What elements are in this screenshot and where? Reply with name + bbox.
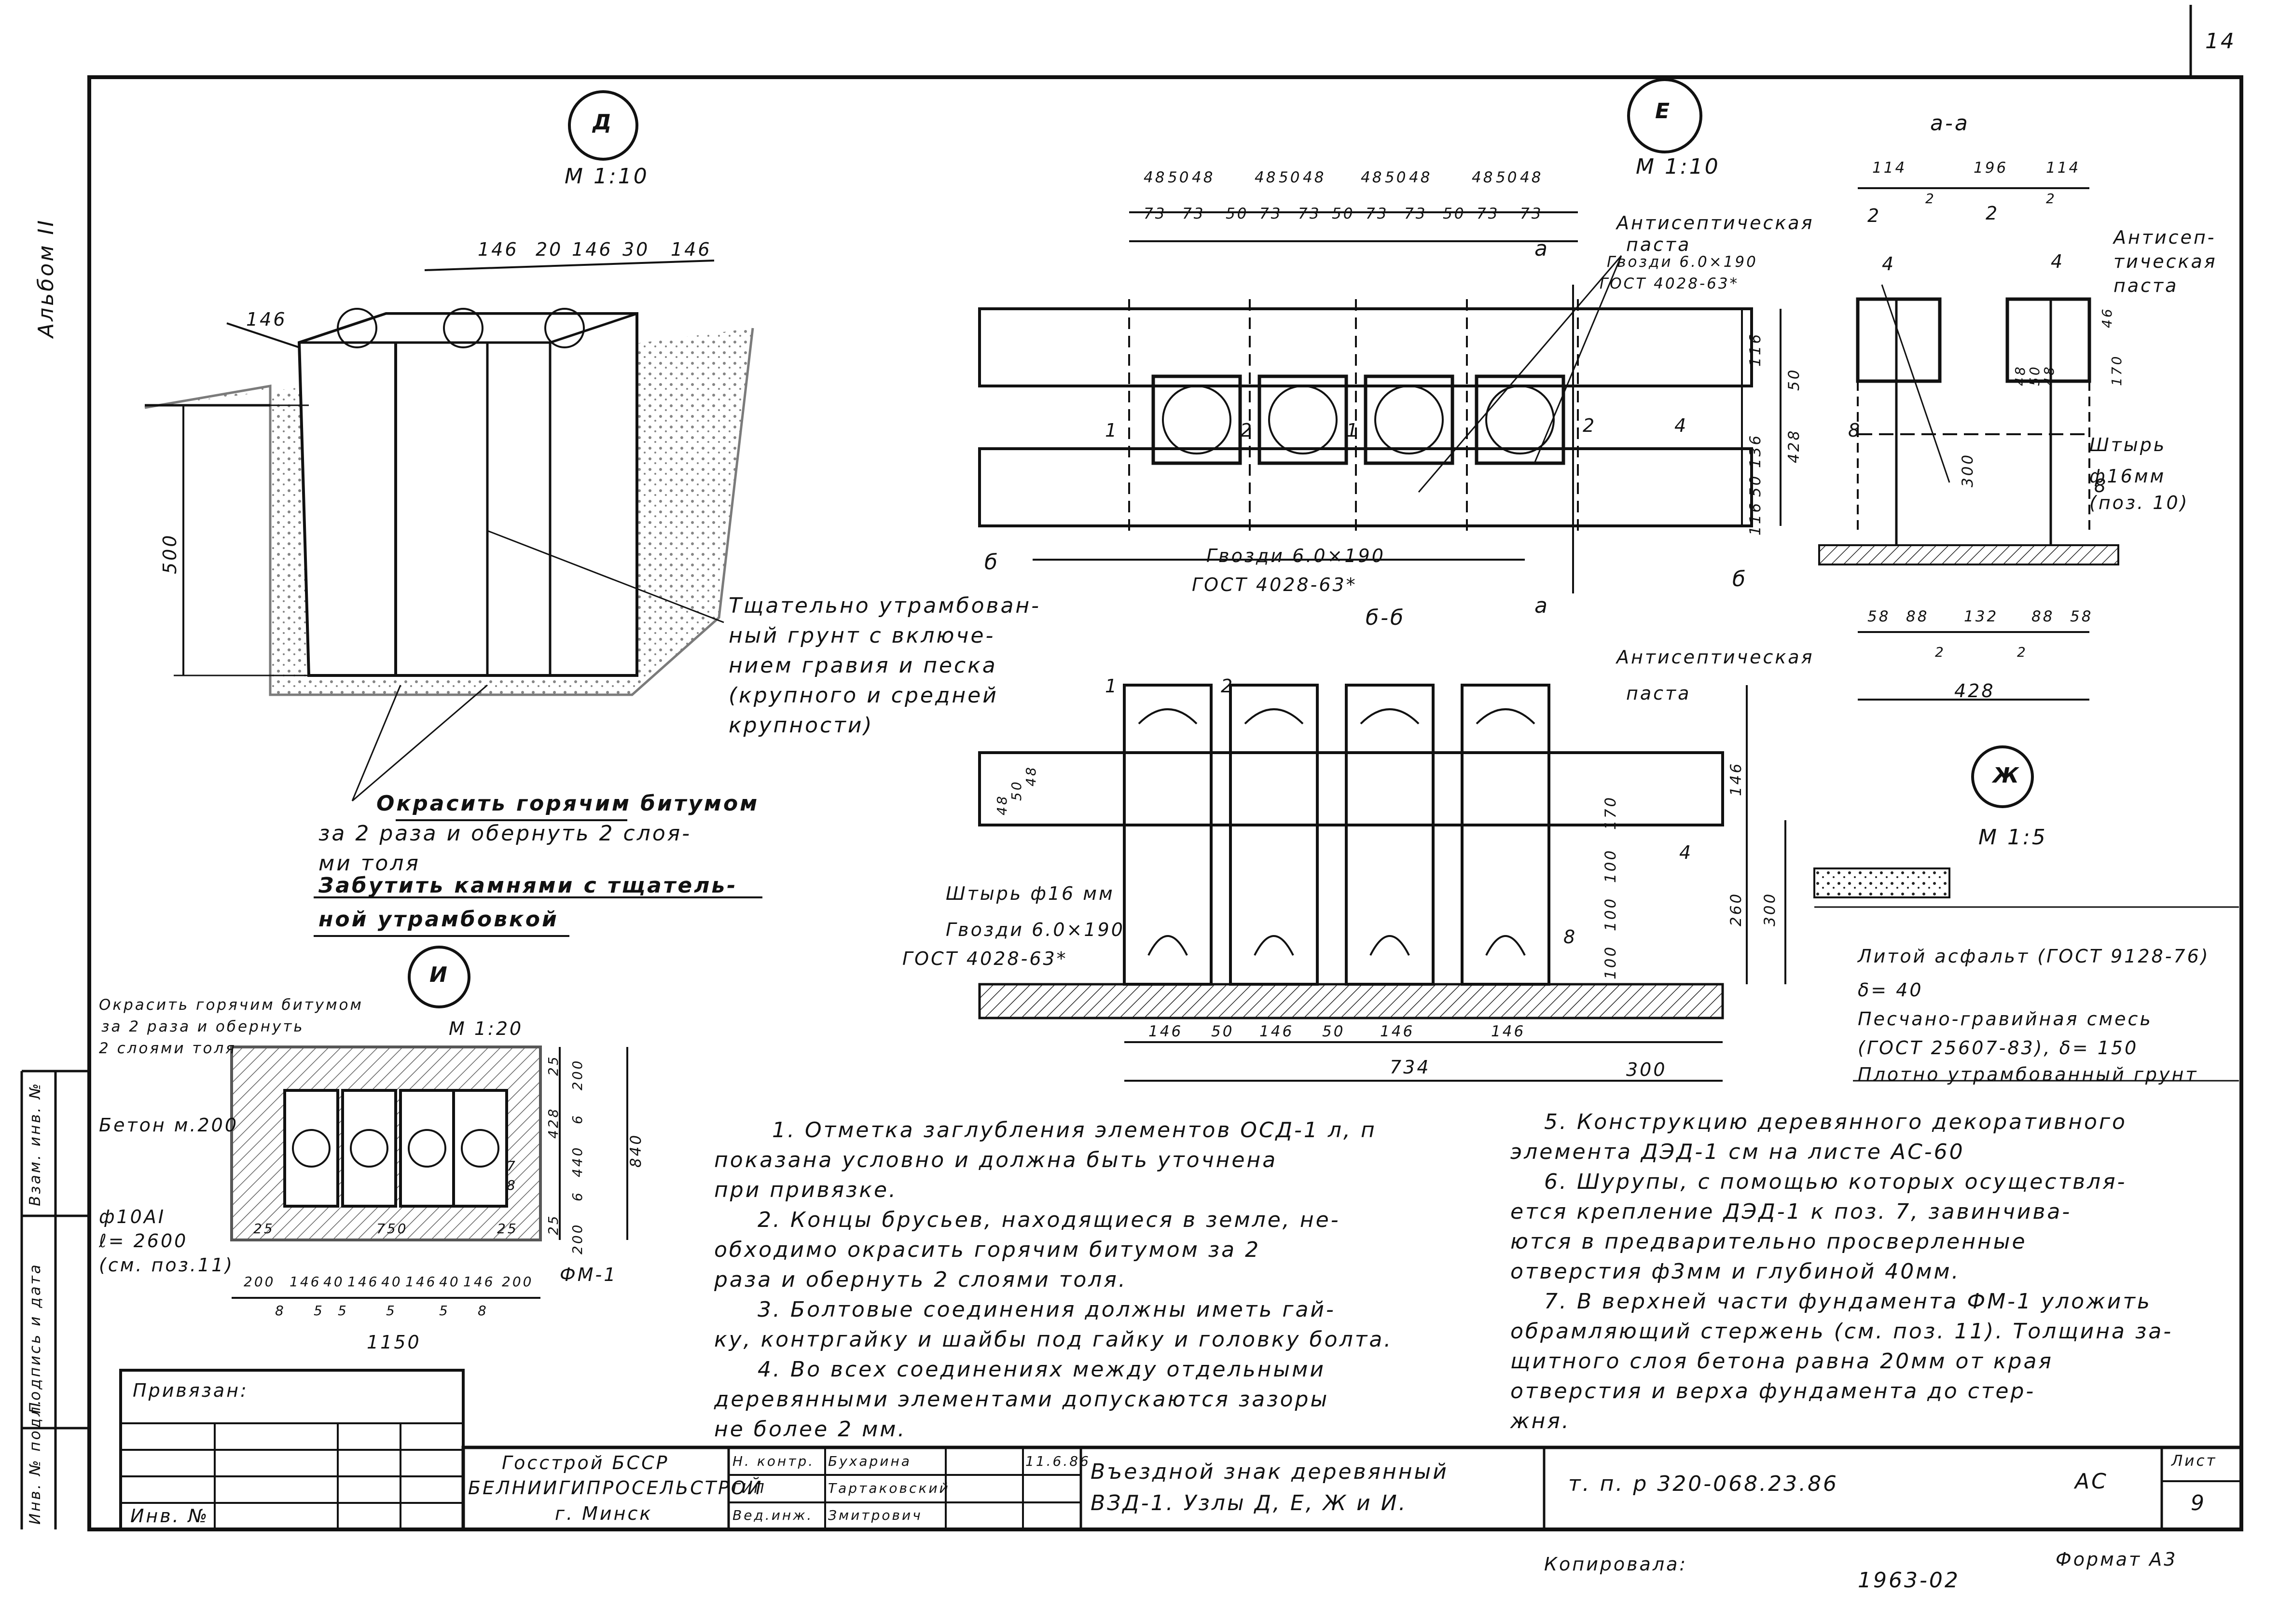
view-zh-drawing: [1813, 745, 2239, 1082]
view-i-total: 1150: [367, 1332, 421, 1353]
cut-a-top: а: [1534, 236, 1549, 261]
album-label: Альбом II: [34, 218, 58, 338]
view-aa-label: а-а: [1930, 111, 1970, 136]
callout-i-fm: ФМ-1: [560, 1264, 618, 1285]
copy-number: 1963-02: [1858, 1568, 1960, 1593]
title-block-sheet-label: Лист: [2171, 1452, 2217, 1470]
view-d-scale: М 1:10: [565, 164, 649, 189]
view-zh-scale: М 1:5: [1978, 825, 2047, 850]
view-d-dim-side: 146: [246, 309, 287, 330]
page-number: 14: [2205, 29, 2236, 54]
inventory-label: Инв. №: [130, 1505, 209, 1527]
cut-b-right: б: [1732, 567, 1748, 592]
view-bb-extra: 300: [1626, 1059, 1667, 1080]
title-block-sheet-no: 9: [2191, 1491, 2206, 1515]
bound-label: Привязан:: [133, 1380, 249, 1401]
view-d-dim-height: 500: [159, 533, 180, 574]
copied-by-label: Копировала:: [1544, 1554, 1688, 1575]
cut-a-bottom: а: [1534, 593, 1549, 618]
view-bb-drawing: [978, 684, 1786, 1082]
view-e-drawing: [978, 78, 1782, 593]
view-e-scale: М 1:10: [1636, 154, 1720, 179]
title-block-code: т. п. р 320-068.23.86: [1568, 1472, 1839, 1496]
callout-bb-pin: Штырь ф16 мм: [946, 883, 1115, 904]
view-zh-label: Ж: [1993, 763, 2021, 788]
view-aa-total: 428: [1954, 680, 1995, 702]
callout-i-concrete: Бетон м.200: [99, 1115, 239, 1136]
view-d-label: Д: [593, 110, 614, 135]
view-i-scale: М 1:20: [449, 1018, 524, 1039]
view-d-drawing: [144, 90, 762, 937]
view-bb-total: 734: [1390, 1057, 1431, 1078]
cut-b-left: б: [984, 550, 1000, 575]
view-i-label: И: [429, 963, 449, 987]
view-bb-label: б-б: [1366, 606, 1406, 630]
view-i-drawing: [230, 946, 628, 1299]
format-label: Формат А3: [2056, 1549, 2178, 1570]
view-e-label: Е: [1655, 99, 1672, 124]
view-aa-drawing: [1818, 187, 2119, 701]
side-label-signature: Подпись и дата: [27, 1263, 44, 1414]
side-label-replaced: Взам. инв. №: [27, 1081, 44, 1206]
side-label-inventory: Инв. № подл.: [27, 1398, 44, 1525]
title-block-stage: АС: [2075, 1469, 2108, 1494]
